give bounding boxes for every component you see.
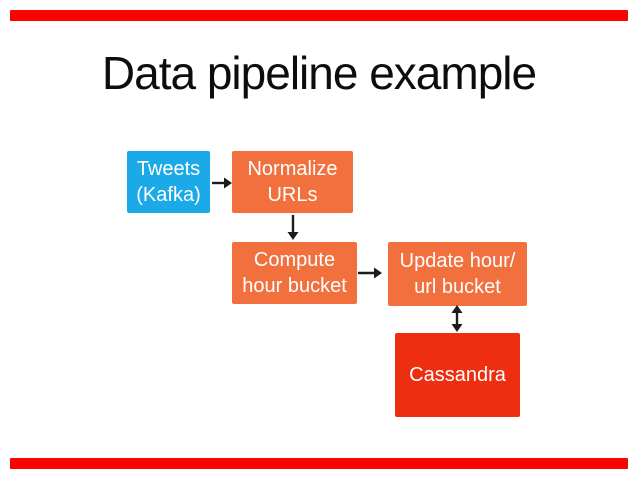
node-cassandra: Cassandra	[395, 333, 520, 417]
node-tweets-label-line2: (Kafka)	[136, 184, 201, 206]
bottom-red-marker-bar	[10, 458, 628, 469]
node-update-label-line2: url bucket	[414, 276, 501, 298]
arrow-normalize-to-compute-icon	[287, 215, 299, 240]
arrow-update-cassandra-bidirectional-icon	[451, 305, 463, 332]
node-update-label-line1: Update hour/	[399, 250, 516, 272]
node-cassandra-label: Cassandra	[409, 364, 506, 386]
node-compute-label-line2: hour bucket	[242, 275, 347, 297]
arrow-tweets-to-normalize-icon	[212, 177, 232, 189]
node-normalize-urls: Normalize URLs	[232, 151, 353, 213]
arrow-compute-to-update-icon	[358, 267, 382, 279]
node-compute-label-line1: Compute	[253, 249, 336, 271]
node-compute-hour-bucket: Compute hour bucket	[232, 242, 357, 304]
node-tweets-kafka: Tweets (Kafka)	[127, 151, 210, 213]
slide-title: Data pipeline example	[101, 47, 537, 99]
node-tweets-label-line1: Tweets	[136, 158, 201, 180]
node-normalize-label-line1: Normalize	[247, 158, 338, 180]
node-normalize-label-line2: URLs	[267, 184, 318, 206]
node-update-hour-url-bucket: Update hour/ url bucket	[388, 242, 527, 306]
top-red-marker-bar	[10, 10, 628, 21]
